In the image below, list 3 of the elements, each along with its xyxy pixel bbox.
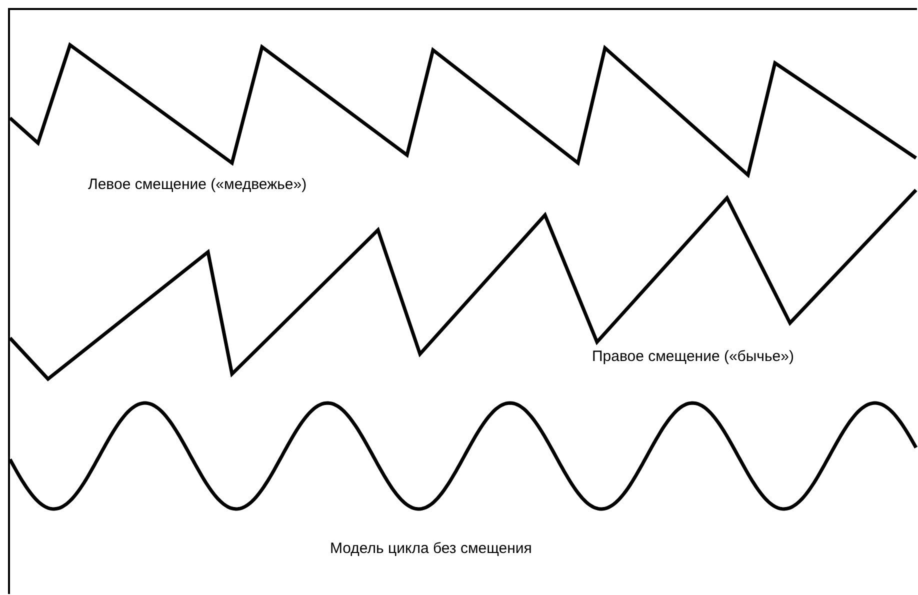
- wave-caption: Правое смещение («бычье»): [592, 348, 794, 365]
- wave-caption: Левое смещение («медвежье»): [88, 176, 307, 193]
- wave-caption: Модель цикла без смещения: [330, 540, 532, 557]
